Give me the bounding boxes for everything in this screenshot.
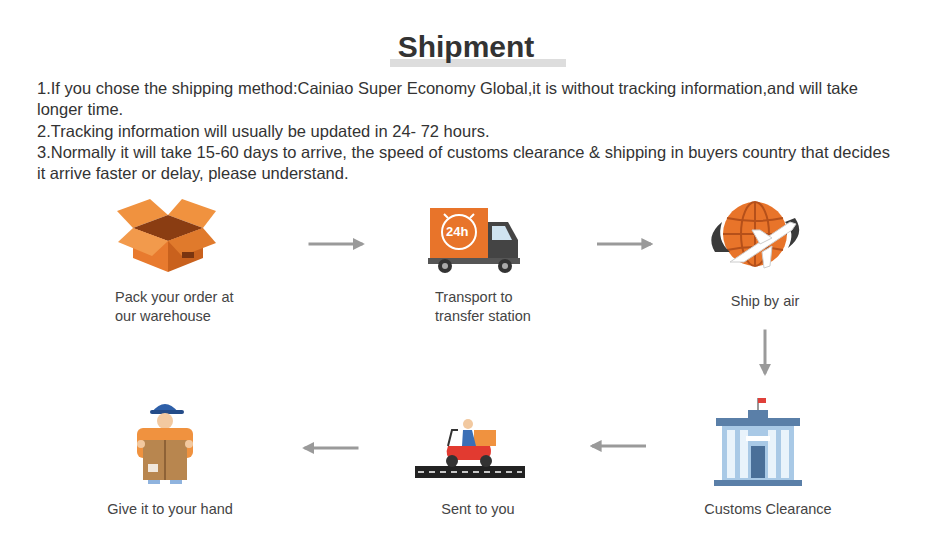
process-step: Give it to your hand: [95, 396, 245, 519]
step-caption: Ship by air: [700, 292, 830, 311]
delivery-man-icon: [137, 404, 193, 484]
process-step: Ship by air: [700, 200, 830, 311]
truck-icon: [428, 208, 520, 273]
process-step: Sent to you: [418, 396, 538, 519]
globe-plane-icon: [711, 202, 799, 268]
package-icon: [117, 199, 216, 272]
step-caption: Transport to transfer station: [428, 288, 548, 326]
process-step: Customs Clearance: [700, 392, 836, 519]
step-caption: Pack your order at our warehouse: [108, 288, 243, 326]
note-text: 3.Normally it will take 15-60 days to ar…: [37, 142, 897, 184]
process-step: Pack your order at our warehouse: [108, 200, 243, 326]
flow-arrow: [764, 330, 767, 374]
flow-arrow: [592, 445, 646, 448]
icon-label: 24h: [446, 224, 468, 239]
step-caption: Customs Clearance: [700, 500, 836, 519]
flow-arrow: [309, 243, 363, 246]
note-text: 1.If you chose the shipping method:Caini…: [37, 78, 897, 120]
step-caption: Give it to your hand: [95, 500, 245, 519]
note-text: 2.Tracking information will usually be u…: [37, 121, 897, 142]
flow-arrow: [305, 447, 359, 450]
customs-building-icon: [714, 398, 802, 486]
flow-arrow: [597, 243, 651, 246]
scooter-icon: [415, 419, 525, 478]
step-caption: Sent to you: [418, 500, 538, 519]
page-title: Shipment: [0, 30, 932, 64]
process-step: Transport to transfer station: [428, 200, 548, 326]
